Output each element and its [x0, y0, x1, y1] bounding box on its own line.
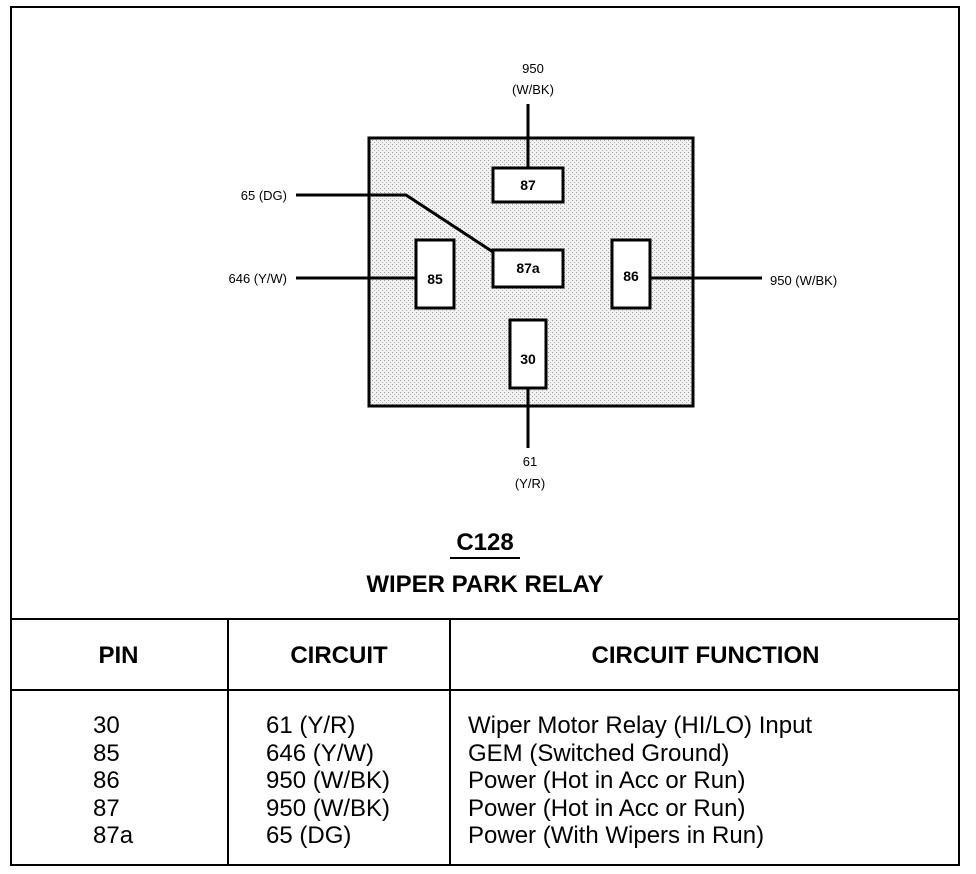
table-cell-circuit: 646 (Y/W) — [266, 739, 375, 767]
pin-30-label: 30 — [520, 351, 536, 367]
table-cell-function: Power (With Wipers in Run) — [468, 822, 765, 849]
wire-87-number: 950 — [522, 61, 544, 76]
table-cell-pin: 30 — [93, 712, 120, 739]
pin-87-label: 87 — [520, 177, 536, 193]
pin-87a-box — [491, 248, 565, 289]
header-divider — [10, 689, 960, 691]
table-cell-function: Power (Hot in Acc or Run) — [468, 794, 746, 822]
function-column: Wiper Motor Relay (HI/LO) Input GEM (Swi… — [468, 712, 812, 850]
pinout-table: PIN CIRCUIT CIRCUIT FUNCTION 30 85 86 87… — [10, 618, 960, 866]
table-cell-function: Power (Hot in Acc or Run) — [468, 767, 746, 794]
table-cell-function: Wiper Motor Relay (HI/LO) Input — [468, 712, 813, 739]
pin-87-box — [491, 166, 565, 204]
table-cell-pin: 85 — [93, 739, 120, 767]
table-cell-pin: 87 — [93, 794, 120, 822]
wire-30-color: (Y/R) — [515, 476, 545, 491]
header-pin: PIN — [98, 642, 139, 669]
header-function: CIRCUIT FUNCTION — [591, 642, 820, 669]
table-cell-pin: 87a — [93, 822, 134, 849]
header-circuit: CIRCUIT — [290, 642, 388, 669]
wire-87a — [296, 193, 494, 254]
pin-column: 30 85 86 87 87a — [93, 712, 133, 850]
connector-name: WIPER PARK RELAY — [366, 571, 603, 598]
pin-30-box — [508, 318, 548, 390]
column-divider-1 — [227, 618, 229, 866]
wire-86-label: 950 (W/BK) — [770, 273, 837, 288]
table-cell-circuit: 61 (Y/R) — [266, 712, 356, 739]
diagram-frame — [10, 6, 960, 866]
pin-85-box — [414, 238, 456, 310]
pin-87a-label: 87a — [516, 260, 540, 276]
table-cell-circuit: 950 (W/BK) — [266, 767, 391, 794]
table-cell-pin: 86 — [93, 767, 120, 794]
table-cell-circuit: 950 (W/BK) — [266, 794, 391, 822]
circuit-column: 61 (Y/R) 646 (Y/W) 950 (W/BK) 950 (W/BK)… — [266, 712, 390, 850]
wire-85-label: 646 (Y/W) — [228, 271, 287, 286]
relay-diagram: 87 87a 85 86 30 950 (W/BK) 65 (DG) 646 (… — [228, 61, 837, 598]
column-divider-2 — [449, 618, 451, 866]
table-cell-circuit: 65 (DG) — [266, 822, 352, 849]
table-top-border — [10, 618, 960, 620]
wire-30-number: 61 — [523, 454, 537, 469]
connector-id: C128 — [456, 529, 513, 556]
pin-85-label: 85 — [427, 271, 443, 287]
pin-86-label: 86 — [623, 268, 639, 284]
pin-86-box — [610, 238, 652, 310]
table-cell-function: GEM (Switched Ground) — [468, 739, 730, 767]
wire-87a-label: 65 (DG) — [241, 188, 287, 203]
wire-87-color: (W/BK) — [512, 82, 554, 97]
